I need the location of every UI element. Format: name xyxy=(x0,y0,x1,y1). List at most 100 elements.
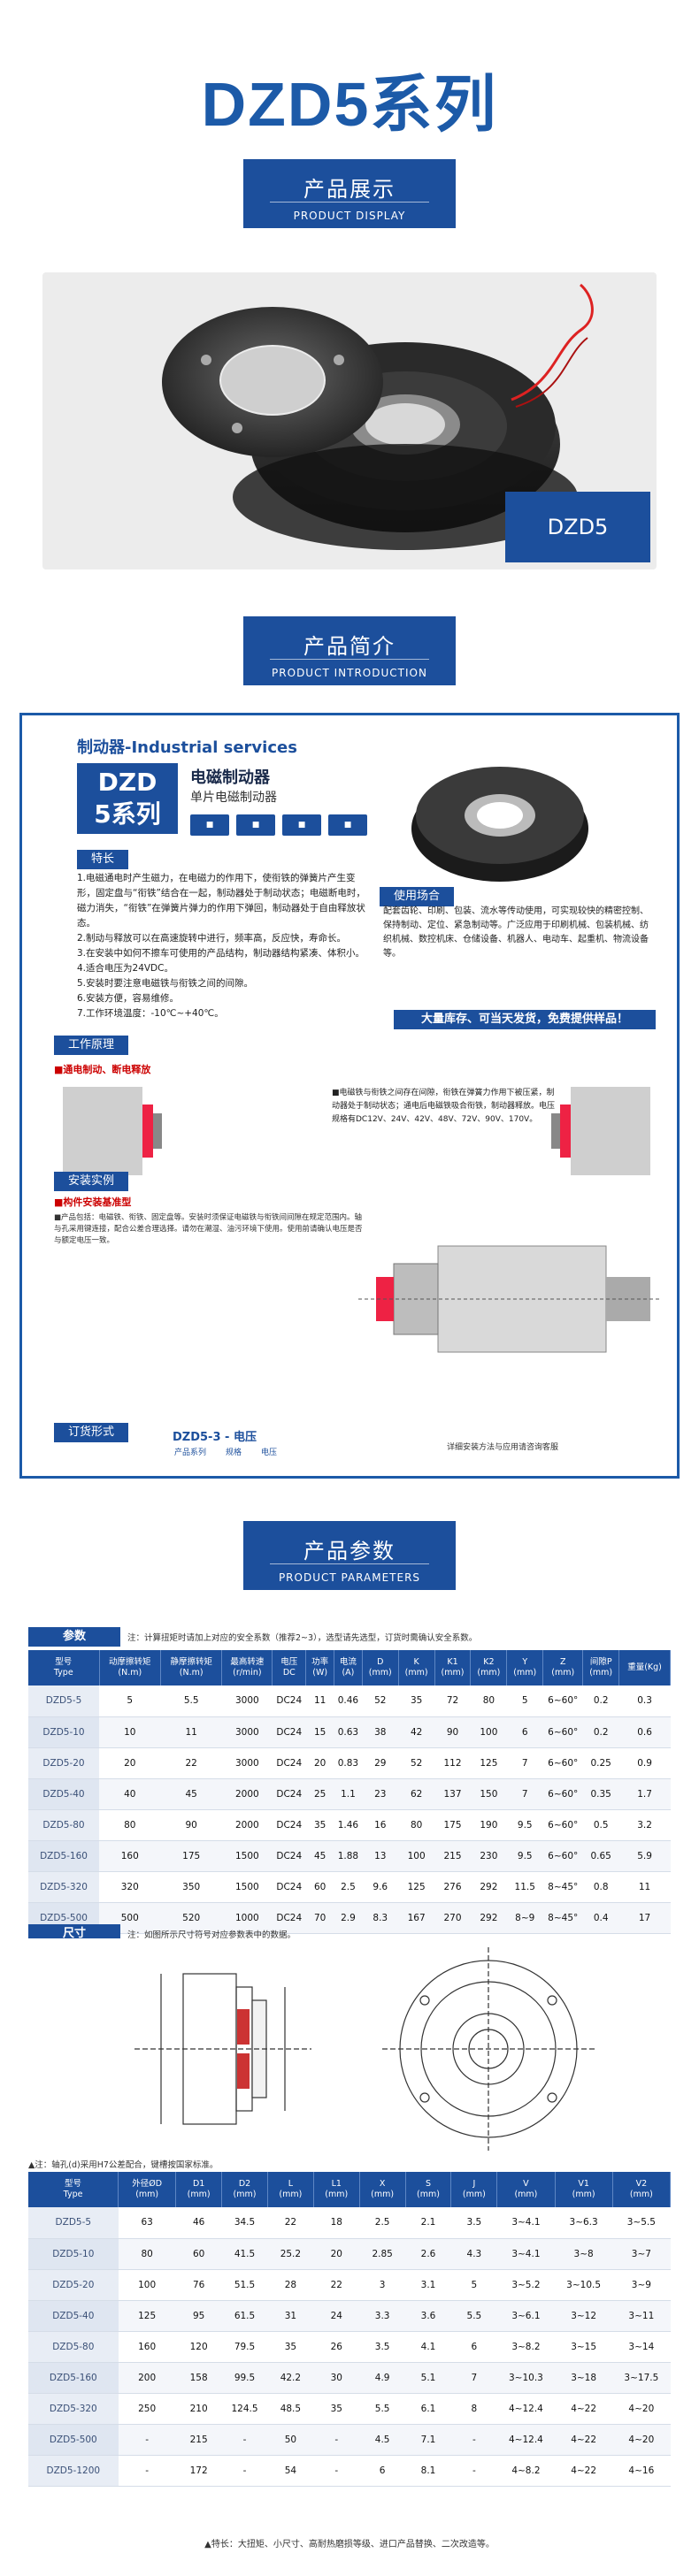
table-cell: 70 xyxy=(305,1902,334,1934)
table-cell: 45 xyxy=(305,1840,334,1872)
feature-item: 7.工作环境温度：-10℃~+40℃。 xyxy=(77,1008,224,1019)
table-cell: 210 xyxy=(175,2393,222,2425)
section-title-cn: 产品简介 xyxy=(303,634,396,659)
table-header-cell: Z (mm) xyxy=(542,1650,584,1685)
table-cell: DZD5-320 xyxy=(28,2393,119,2425)
table-cell: 54 xyxy=(267,2455,314,2487)
table-cell: 3.3 xyxy=(359,2300,406,2332)
model-tag: DZD5 xyxy=(505,492,650,562)
work-diagram-right xyxy=(551,1087,650,1175)
table-cell: 4.9 xyxy=(359,2362,406,2394)
feature-icons: ■ ■ ■ ■ xyxy=(190,814,367,836)
table-cell: - xyxy=(118,2424,176,2456)
table-cell: DZD5-20 xyxy=(28,2269,119,2301)
stock-banner: 大量库存、可当天发货，免费提供样品！ xyxy=(394,1010,656,1029)
table-cell: 3.5 xyxy=(450,2207,497,2239)
table-header-cell: D1 (mm) xyxy=(175,2172,223,2207)
table-cell: 4~8.2 xyxy=(496,2455,556,2487)
order-part: 电压 xyxy=(261,1449,278,1457)
table-cell: 25 xyxy=(305,1778,334,1810)
table-cell: 22 xyxy=(267,2207,314,2239)
section-title-en: PRODUCT DISPLAY xyxy=(293,210,406,222)
feature-icon: ■ xyxy=(190,814,229,836)
table-cell: 16 xyxy=(362,1809,399,1841)
order-part: 产品系列 xyxy=(174,1449,207,1457)
table-cell: 28 xyxy=(267,2269,314,2301)
product-image-box xyxy=(42,272,657,569)
table-header-cell: S (mm) xyxy=(405,2172,452,2207)
table-cell: 8~45° xyxy=(542,1902,583,1934)
table-cell: 6 xyxy=(450,2331,497,2363)
table-cell: 175 xyxy=(160,1840,222,1872)
table-cell: 2000 xyxy=(221,1809,273,1841)
table-cell: 9.5 xyxy=(506,1840,543,1872)
order-parts: 产品系列 规格 电压 xyxy=(174,1446,277,1457)
table-cell: 6~60° xyxy=(542,1840,583,1872)
table-cell: 3~7 xyxy=(612,2238,671,2270)
table-cell: DZD5-160 xyxy=(28,1840,100,1872)
table-header-cell: K1 (mm) xyxy=(434,1650,472,1685)
table-cell: 13 xyxy=(362,1840,399,1872)
table-header-cell: 型号 Type xyxy=(28,2172,119,2207)
table-cell: 2.5 xyxy=(334,1871,363,1903)
table-cell: 137 xyxy=(434,1778,471,1810)
table-header-cell: 重量(Kg) xyxy=(618,1650,671,1685)
table-cell: 276 xyxy=(434,1871,471,1903)
table-cell: 6 xyxy=(359,2455,406,2487)
dimension-svg xyxy=(134,1947,595,2151)
table-cell: 95 xyxy=(175,2300,222,2332)
table-cell: 3~5.2 xyxy=(496,2269,556,2301)
params-bar: 参数 注：计算扭矩时请加上对应的安全系数（推荐2~3），选型请先选型，订货时需确… xyxy=(28,1627,671,1647)
table-cell: 2.1 xyxy=(405,2207,451,2239)
table-cell: 172 xyxy=(175,2455,222,2487)
table-cell: 8 xyxy=(450,2393,497,2425)
table-cell: 99.5 xyxy=(221,2362,268,2394)
table-cell: 0.4 xyxy=(582,1902,619,1934)
table-cell: DC24 xyxy=(272,1716,306,1748)
table-cell: 4~20 xyxy=(612,2393,671,2425)
table-header-cell: L1 (mm) xyxy=(313,2172,360,2207)
table-cell: 1.88 xyxy=(334,1840,363,1872)
table-cell: 38 xyxy=(362,1716,399,1748)
table-cell: 350 xyxy=(160,1871,222,1903)
table-header-cell: X (mm) xyxy=(359,2172,406,2207)
table-cell: 22 xyxy=(313,2269,360,2301)
table-cell: 80 xyxy=(118,2238,176,2270)
section-title-en: PRODUCT INTRODUCTION xyxy=(272,667,427,679)
feature-item: 1.电磁通电时产生磁力，在电磁力的作用下，使衔铁的弹簧片产生变形，固定盘与“衔铁… xyxy=(77,873,365,929)
table-cell: 0.2 xyxy=(582,1716,619,1748)
table-cell: 30 xyxy=(313,2362,360,2394)
table-cell: 25.2 xyxy=(267,2238,314,2270)
table-cell: 52 xyxy=(398,1747,435,1779)
table-cell: 125 xyxy=(398,1871,435,1903)
table-cell: DZD5-1200 xyxy=(28,2455,119,2487)
table-cell: 90 xyxy=(434,1716,471,1748)
dims-table-note: ▲注：轴孔(d)采用H7公差配合，键槽按国家标准。 xyxy=(28,2160,219,2170)
table-header-cell: 电压 DC xyxy=(272,1650,307,1685)
table-cell: DZD5-80 xyxy=(28,2331,119,2363)
table-cell: 9.6 xyxy=(362,1871,399,1903)
table-cell: 4~16 xyxy=(612,2455,671,2487)
table-cell: 2.85 xyxy=(359,2238,406,2270)
table-cell: 6~60° xyxy=(542,1747,583,1779)
table-cell: - xyxy=(450,2455,497,2487)
table-cell: 292 xyxy=(470,1871,507,1903)
table-cell: 18 xyxy=(313,2207,360,2239)
table-cell: 1500 xyxy=(221,1840,273,1872)
brake-side-image xyxy=(411,767,588,882)
table-cell: 35 xyxy=(267,2331,314,2363)
table-cell: 26 xyxy=(313,2331,360,2363)
table-cell: 5.5 xyxy=(160,1685,222,1717)
table-cell: 8.1 xyxy=(405,2455,451,2487)
table-cell: 3~4.1 xyxy=(496,2238,556,2270)
use-text: 配套齿轮、印刷、包装、流水等传动使用，可实现较快的精密控制、保持制动、定位、紧急… xyxy=(383,906,649,959)
table-cell: 42 xyxy=(398,1716,435,1748)
features-label: 特长 xyxy=(77,850,129,869)
